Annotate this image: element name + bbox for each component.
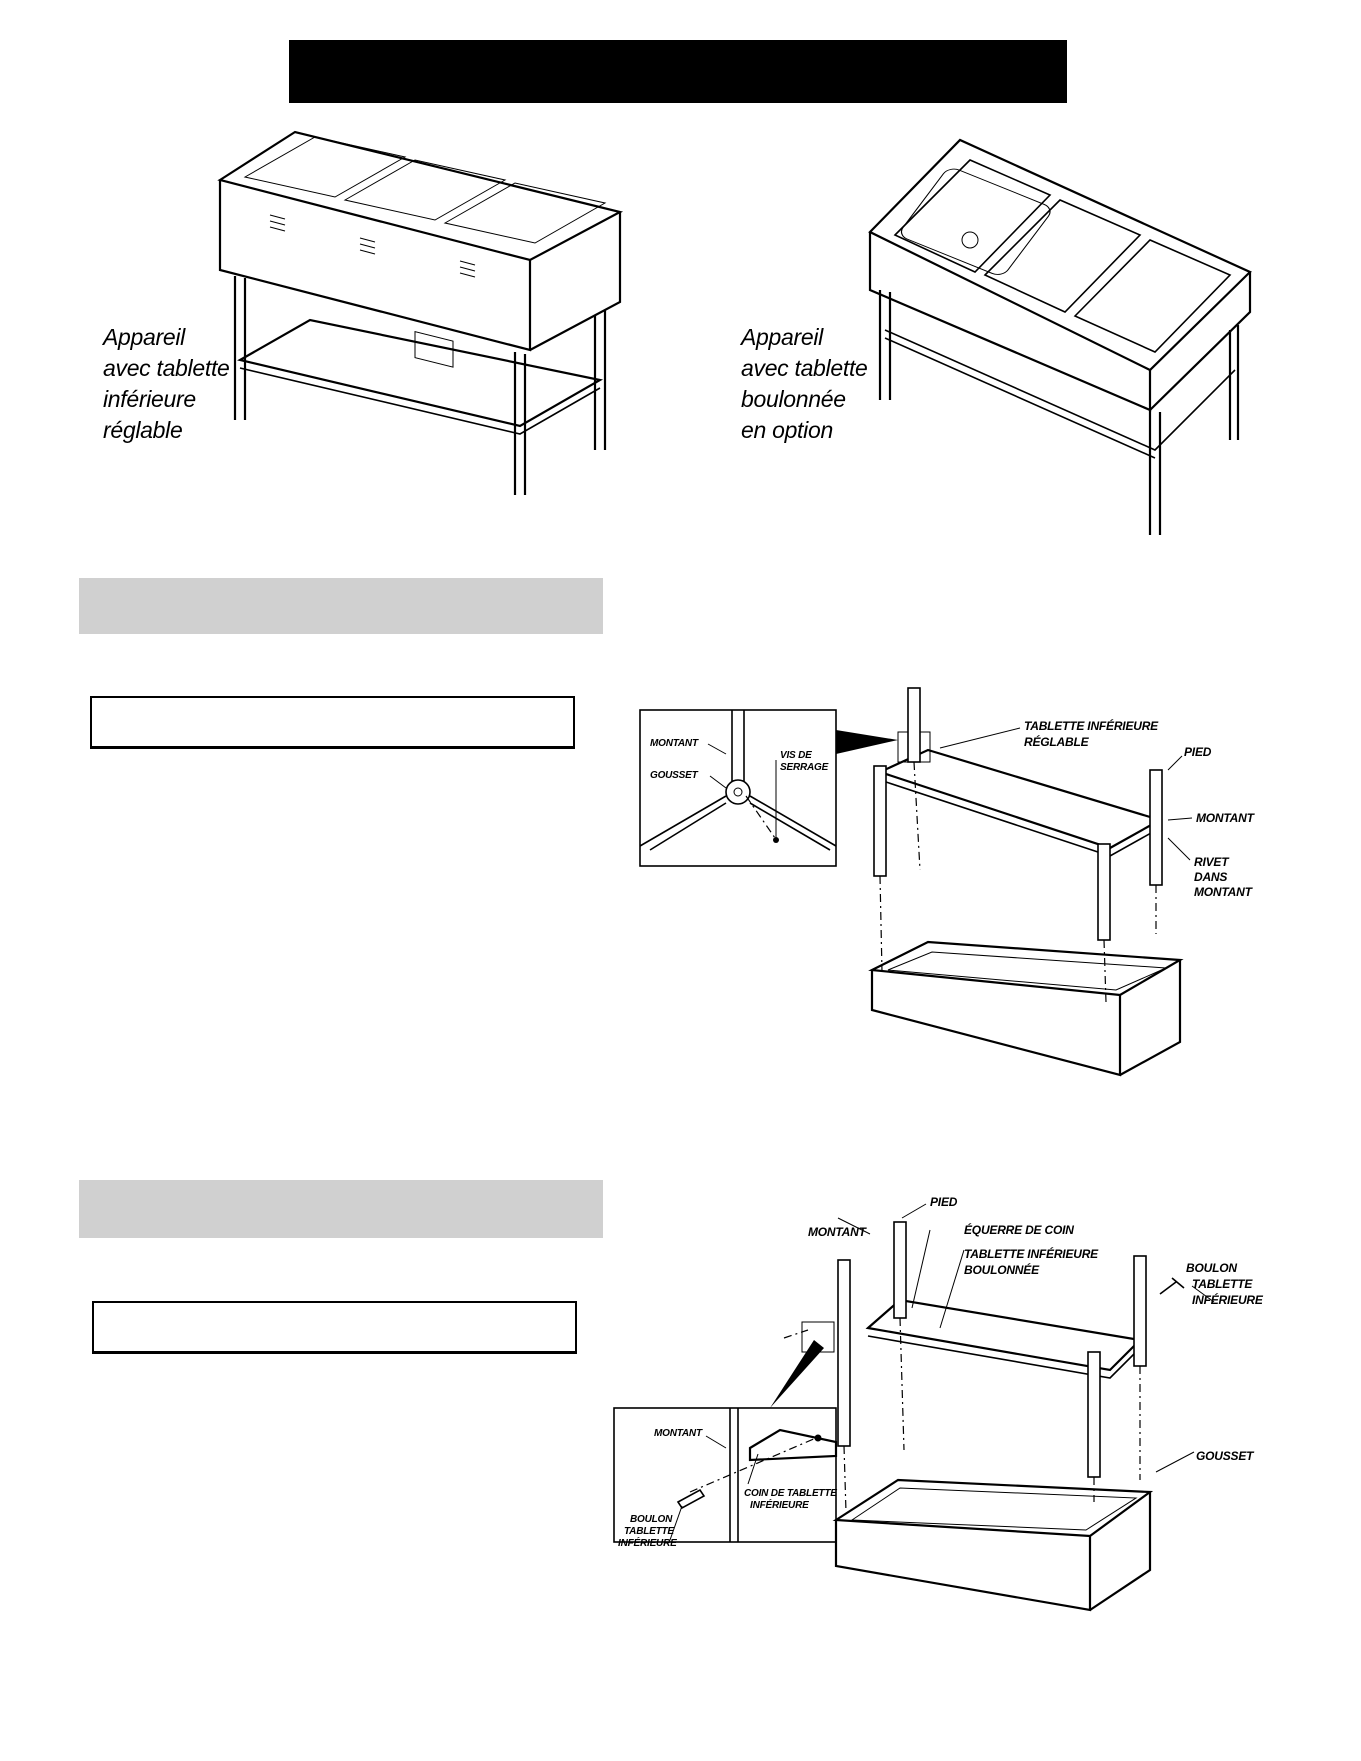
- label-gousset: GOUSSET: [1196, 1449, 1255, 1463]
- label-vis-line2: SERRAGE: [780, 762, 829, 773]
- caption-bolted-shelf: Appareil avec tablette boulonnée en opti…: [741, 322, 868, 446]
- unit-bolted-shelf-illustration: [868, 138, 1252, 535]
- label-rivet-line2: DANS: [1194, 870, 1227, 884]
- caption-line: avec tablette: [741, 355, 868, 381]
- section-heading-band: [79, 1180, 603, 1238]
- label-detail-boulon-line2: TABLETTE: [624, 1526, 674, 1537]
- label-montant: MONTANT: [1196, 811, 1256, 825]
- section-heading-band: [79, 578, 603, 634]
- label-shelf-line2: BOULONNÉE: [964, 1262, 1040, 1277]
- label-pied: PIED: [1184, 745, 1212, 759]
- caption-line: boulonnée: [741, 386, 846, 412]
- label-montant-detail: MONTANT: [650, 738, 699, 749]
- label-boulon-line2: TABLETTE: [1192, 1277, 1253, 1291]
- caption-line: inférieure: [103, 386, 196, 412]
- label-detail-coin-line1: COIN DE TABLETTE: [744, 1488, 837, 1499]
- caption-line: Appareil: [103, 324, 185, 350]
- caption-line: réglable: [103, 417, 183, 443]
- label-montant: MONTANT: [808, 1225, 868, 1239]
- label-rivet-line3: MONTANT: [1194, 885, 1254, 899]
- label-gousset: GOUSSET: [650, 770, 699, 781]
- label-shelf-line2: RÉGLABLE: [1024, 734, 1090, 749]
- caption-line: avec tablette: [103, 355, 230, 381]
- unit-adjustable-shelf-illustration: [217, 130, 624, 495]
- label-detail-montant: MONTANT: [654, 1428, 703, 1439]
- title-bar: [289, 40, 1067, 103]
- caption-adjustable-shelf: Appareil avec tablette inférieure réglab…: [103, 322, 230, 446]
- label-equerre: ÉQUERRE DE COIN: [964, 1222, 1074, 1237]
- label-boulon-line1: BOULON: [1186, 1261, 1237, 1275]
- label-detail-boulon-line3: INFÉRIEURE: [618, 1536, 677, 1549]
- bolted-shelf-assembly-diagram: PIED MONTANT ÉQUERRE DE COIN TABLETTE IN…: [613, 1195, 1264, 1612]
- label-detail-boulon-line1: BOULON: [630, 1514, 673, 1525]
- caption-line: Appareil: [741, 324, 823, 350]
- label-pied: PIED: [930, 1195, 958, 1209]
- label-detail-coin-line2: INFÉRIEURE: [750, 1498, 809, 1511]
- note-box: [90, 696, 575, 749]
- note-box: [92, 1301, 577, 1354]
- label-vis-line1: VIS DE: [780, 750, 812, 761]
- label-shelf-line1: TABLETTE INFÉRIEURE: [1024, 718, 1159, 733]
- label-shelf-line1: TABLETTE INFÉRIEURE: [964, 1246, 1099, 1261]
- caption-line: en option: [741, 417, 833, 443]
- label-boulon-line3: INFÉRIEURE: [1192, 1292, 1264, 1307]
- adjustable-shelf-assembly-diagram: MONTANT GOUSSET VIS DE SERRAGE TABLETTE …: [639, 687, 1256, 1077]
- label-rivet-line1: RIVET: [1194, 855, 1230, 869]
